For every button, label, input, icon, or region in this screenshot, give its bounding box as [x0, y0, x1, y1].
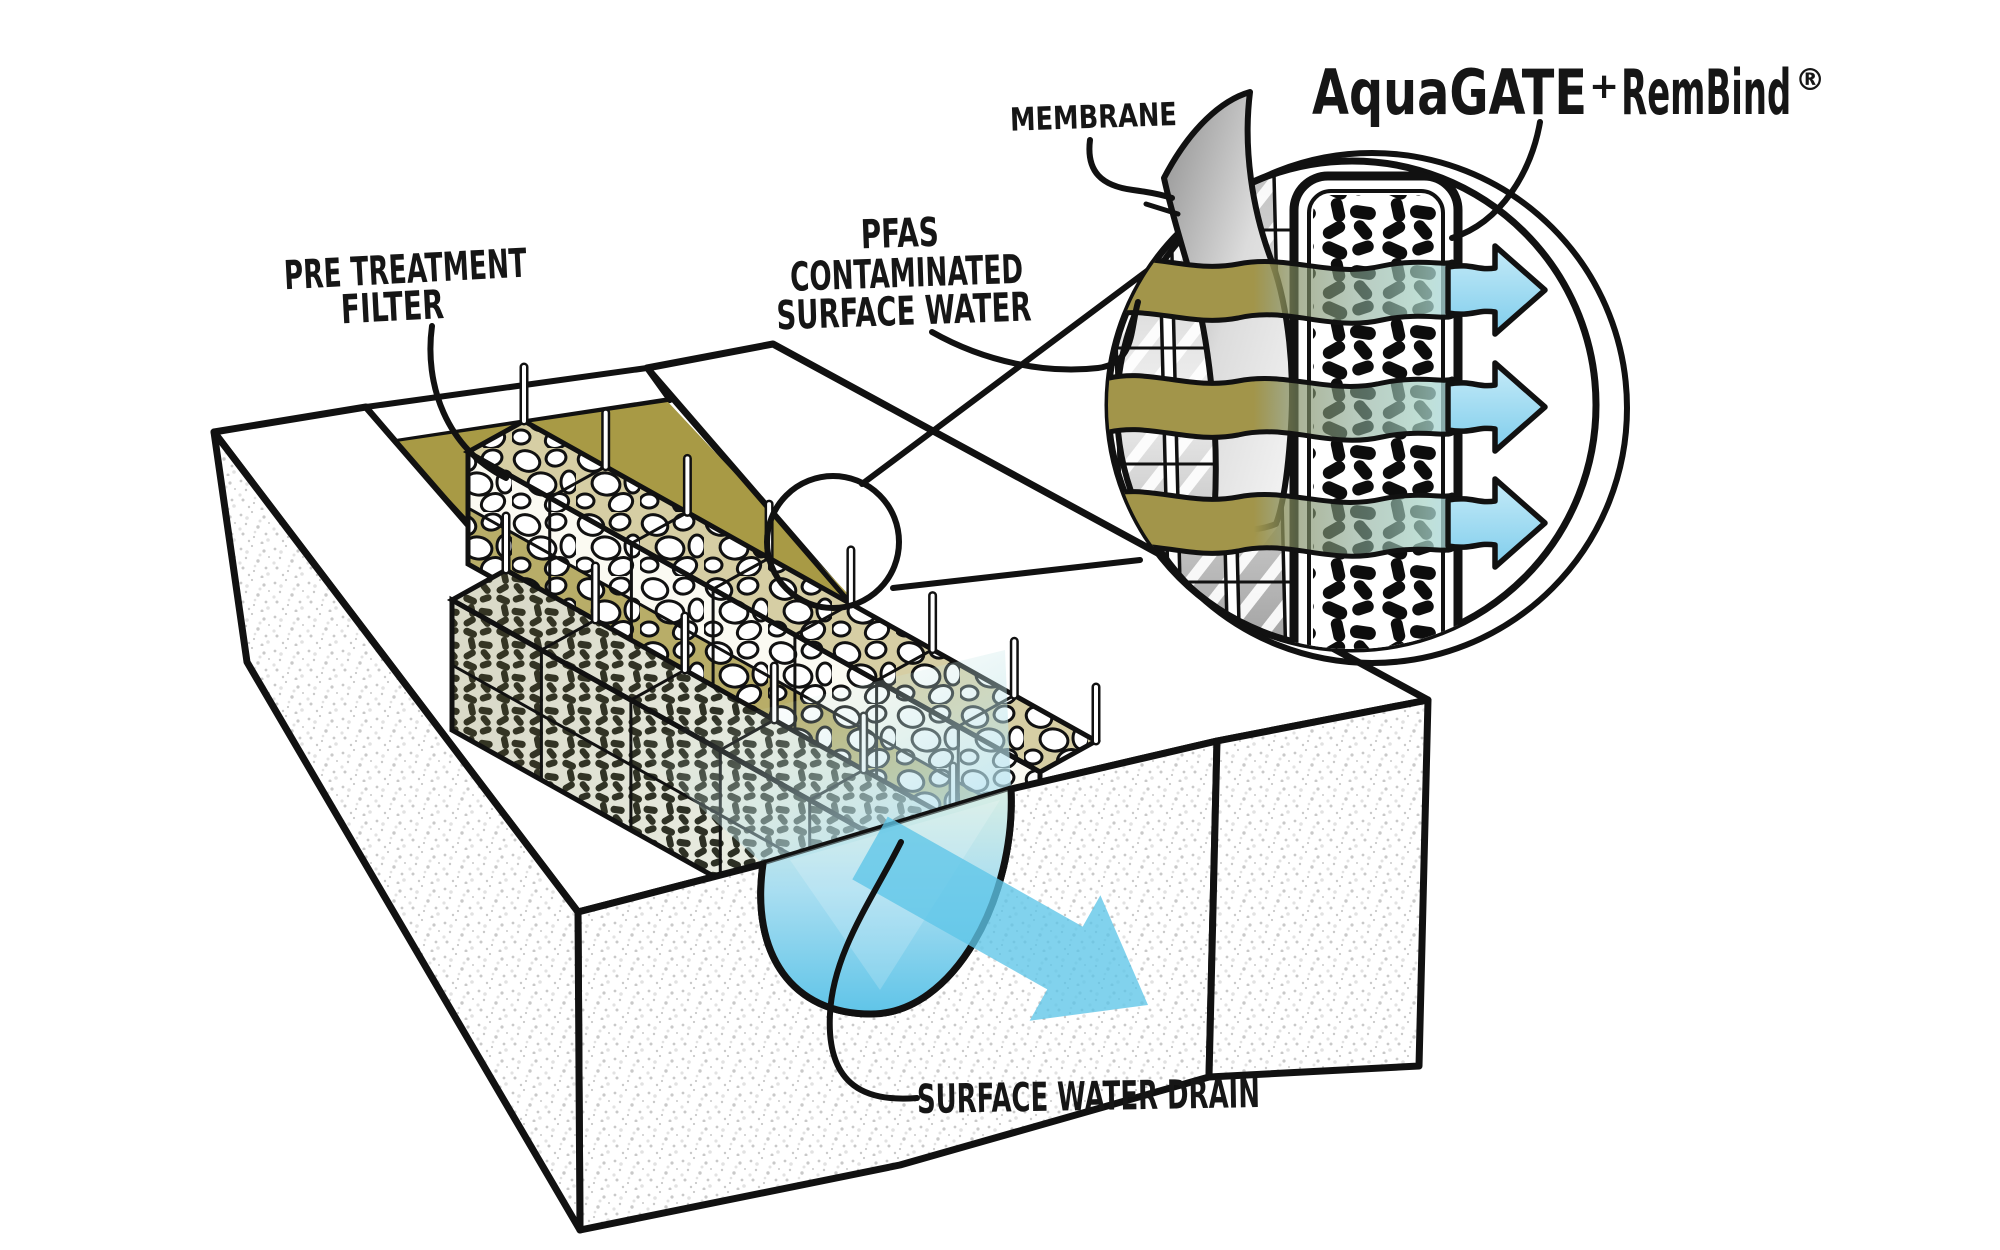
surface-water-drain-label: SURFACE WATER DRAIN — [917, 1071, 1261, 1123]
pfas-label-line2: CONTAMINATED — [789, 247, 1023, 301]
magnifier-source — [764, 262, 1158, 611]
surface-water-channel — [757, 785, 1148, 1021]
magnifier-circle — [764, 473, 902, 611]
pfas-label-line1: PFAS — [860, 210, 940, 259]
registered-trademark-icon: ® — [1795, 63, 1825, 98]
pre-treatment-filter-label-line2: FILTER — [340, 282, 445, 333]
ground-cut-faces — [210, 428, 1432, 1234]
drain-leader-line — [826, 839, 920, 1102]
flow-band-1 — [1108, 256, 1455, 326]
flow-band-2 — [1108, 373, 1455, 443]
contaminated-flow-bands — [1108, 256, 1455, 559]
membrane-label: MEMBRANE — [1009, 95, 1177, 139]
pre-treatment-leader-line — [427, 323, 509, 481]
annotations: PRE TREATMENT FILTER PFAS CONTAMINATED S… — [283, 56, 1825, 1123]
right-bank-face — [1205, 696, 1432, 1081]
channel-water — [760, 789, 1012, 1014]
clean-water-arrow-3 — [1445, 476, 1548, 570]
product-title: AquaGATE+RemBind® — [1312, 56, 1825, 129]
left-bank-face — [210, 428, 584, 1234]
product-title-brand-right: RemBind — [1621, 56, 1791, 129]
magnifier-connector-bottom — [890, 557, 1143, 591]
product-title-brand-left: AquaGATE — [1312, 56, 1587, 129]
drain-flow-arrow — [852, 816, 1148, 1021]
membrane-sheet-tick — [1143, 201, 1181, 217]
clean-water-arrow-1 — [1445, 243, 1548, 337]
channel-water-surface — [628, 650, 1011, 864]
magnifier-connector-top — [859, 262, 1158, 487]
aquagate-leader-line — [1449, 119, 1543, 241]
clean-water-arrows — [1445, 243, 1548, 570]
detail-view — [1104, 89, 1630, 666]
pfas-label-line3: SURFACE WATER — [776, 284, 1032, 339]
membrane-leader-line — [1086, 137, 1175, 201]
clean-water-arrow-2 — [1445, 360, 1548, 454]
pfas-leader-line — [929, 299, 1141, 373]
filter-cartridge — [1289, 171, 1463, 649]
product-title-plus: + — [1589, 66, 1619, 107]
